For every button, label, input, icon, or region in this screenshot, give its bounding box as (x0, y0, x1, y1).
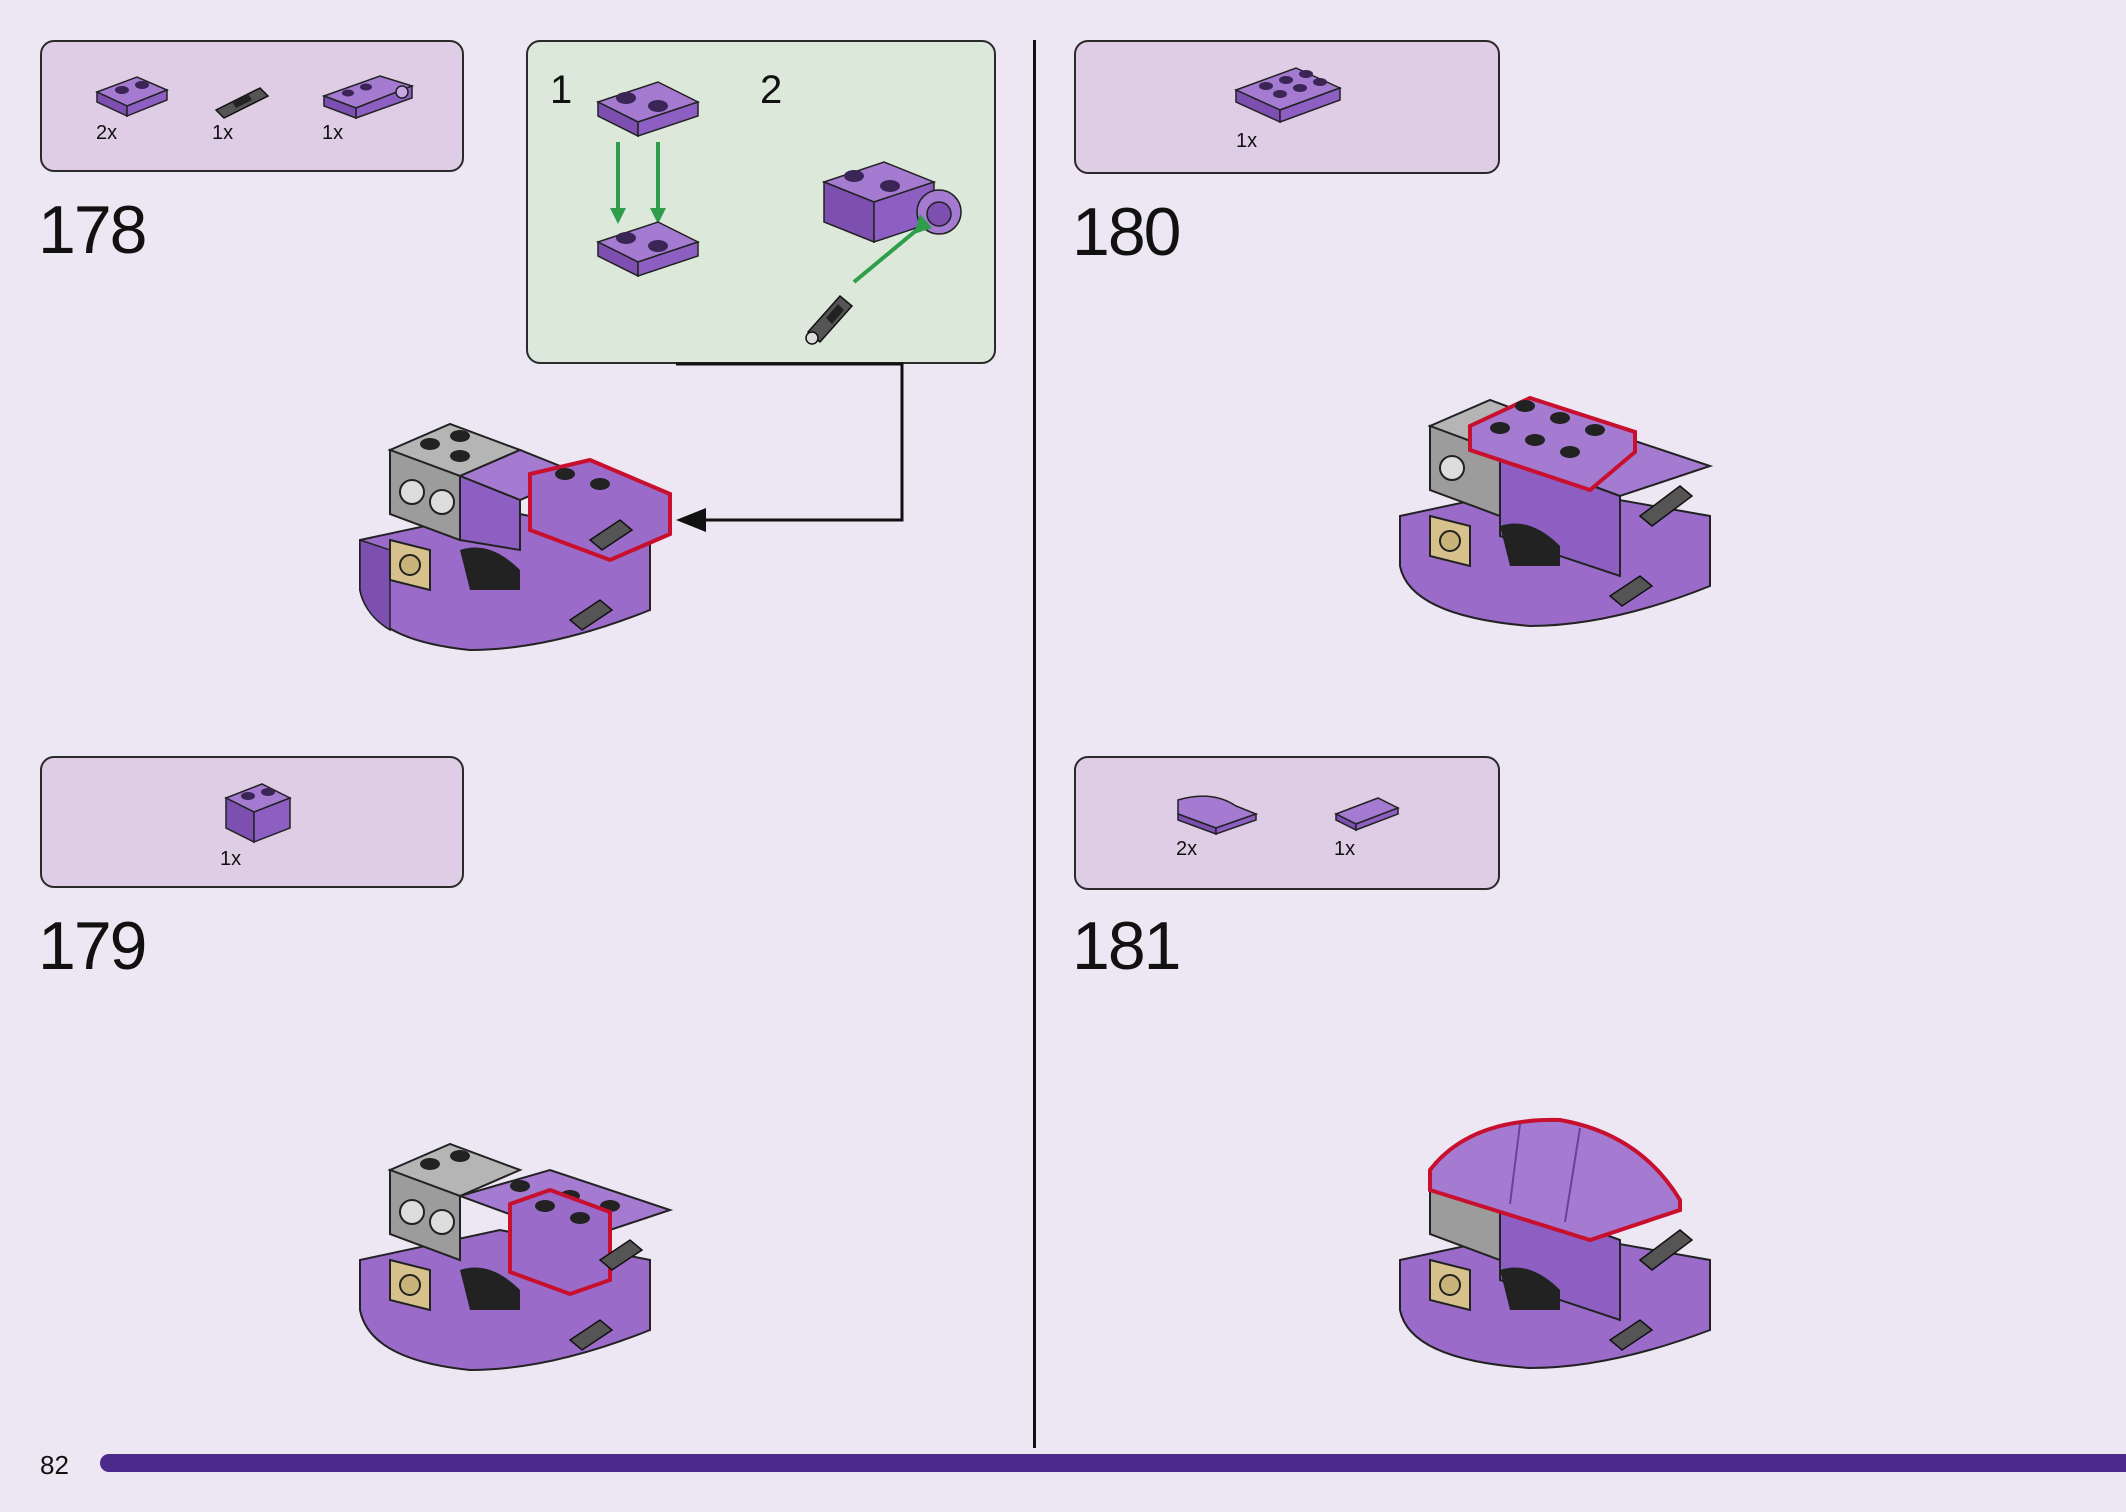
step-number-178: 178 (38, 192, 147, 268)
step-number-179: 179 (38, 908, 147, 984)
part-count: 2x (1176, 838, 1198, 860)
parts-box-step-180: 1x (1074, 40, 1500, 174)
part-count: 1x (1334, 838, 1356, 860)
page-progress-bar (100, 1454, 2126, 1472)
page-number: 82 (40, 1450, 69, 1480)
part-count: 1x (220, 848, 242, 870)
parts-box-step-178: 2x 1x 1x (40, 40, 464, 172)
part-count: 1x (322, 122, 344, 144)
model-illustration-step-181 (1399, 1117, 1711, 1370)
model-illustration-step-180 (1399, 395, 1714, 628)
substep-2-illustration (805, 161, 962, 345)
curved-slope-icon (1177, 795, 1259, 836)
parts-box-step-179: 1x (40, 756, 464, 888)
brick-1x2-icon (224, 783, 292, 844)
part-count: 1x (212, 122, 234, 144)
plate-1x2-icon (95, 76, 169, 118)
substep-1-illustration (596, 81, 700, 278)
model-illustration-step-179 (359, 1142, 674, 1372)
substep-number-2: 2 (760, 68, 783, 112)
plate-2x3-icon (1234, 67, 1342, 124)
subassembly-box: 1 2 (526, 40, 996, 364)
part-count: 2x (96, 122, 118, 144)
tile-1x2-icon (1334, 797, 1400, 832)
plate-with-pin-hole-icon (321, 75, 415, 120)
model-illustration-step-178 (359, 422, 672, 652)
connector-pin-icon (214, 87, 270, 119)
part-count: 1x (1236, 130, 1258, 152)
parts-box-step-181: 2x 1x (1074, 756, 1500, 890)
step-number-180: 180 (1072, 194, 1181, 270)
substep-number-1: 1 (550, 68, 573, 112)
step-number-181: 181 (1072, 908, 1181, 984)
page-divider (1033, 40, 1036, 1448)
